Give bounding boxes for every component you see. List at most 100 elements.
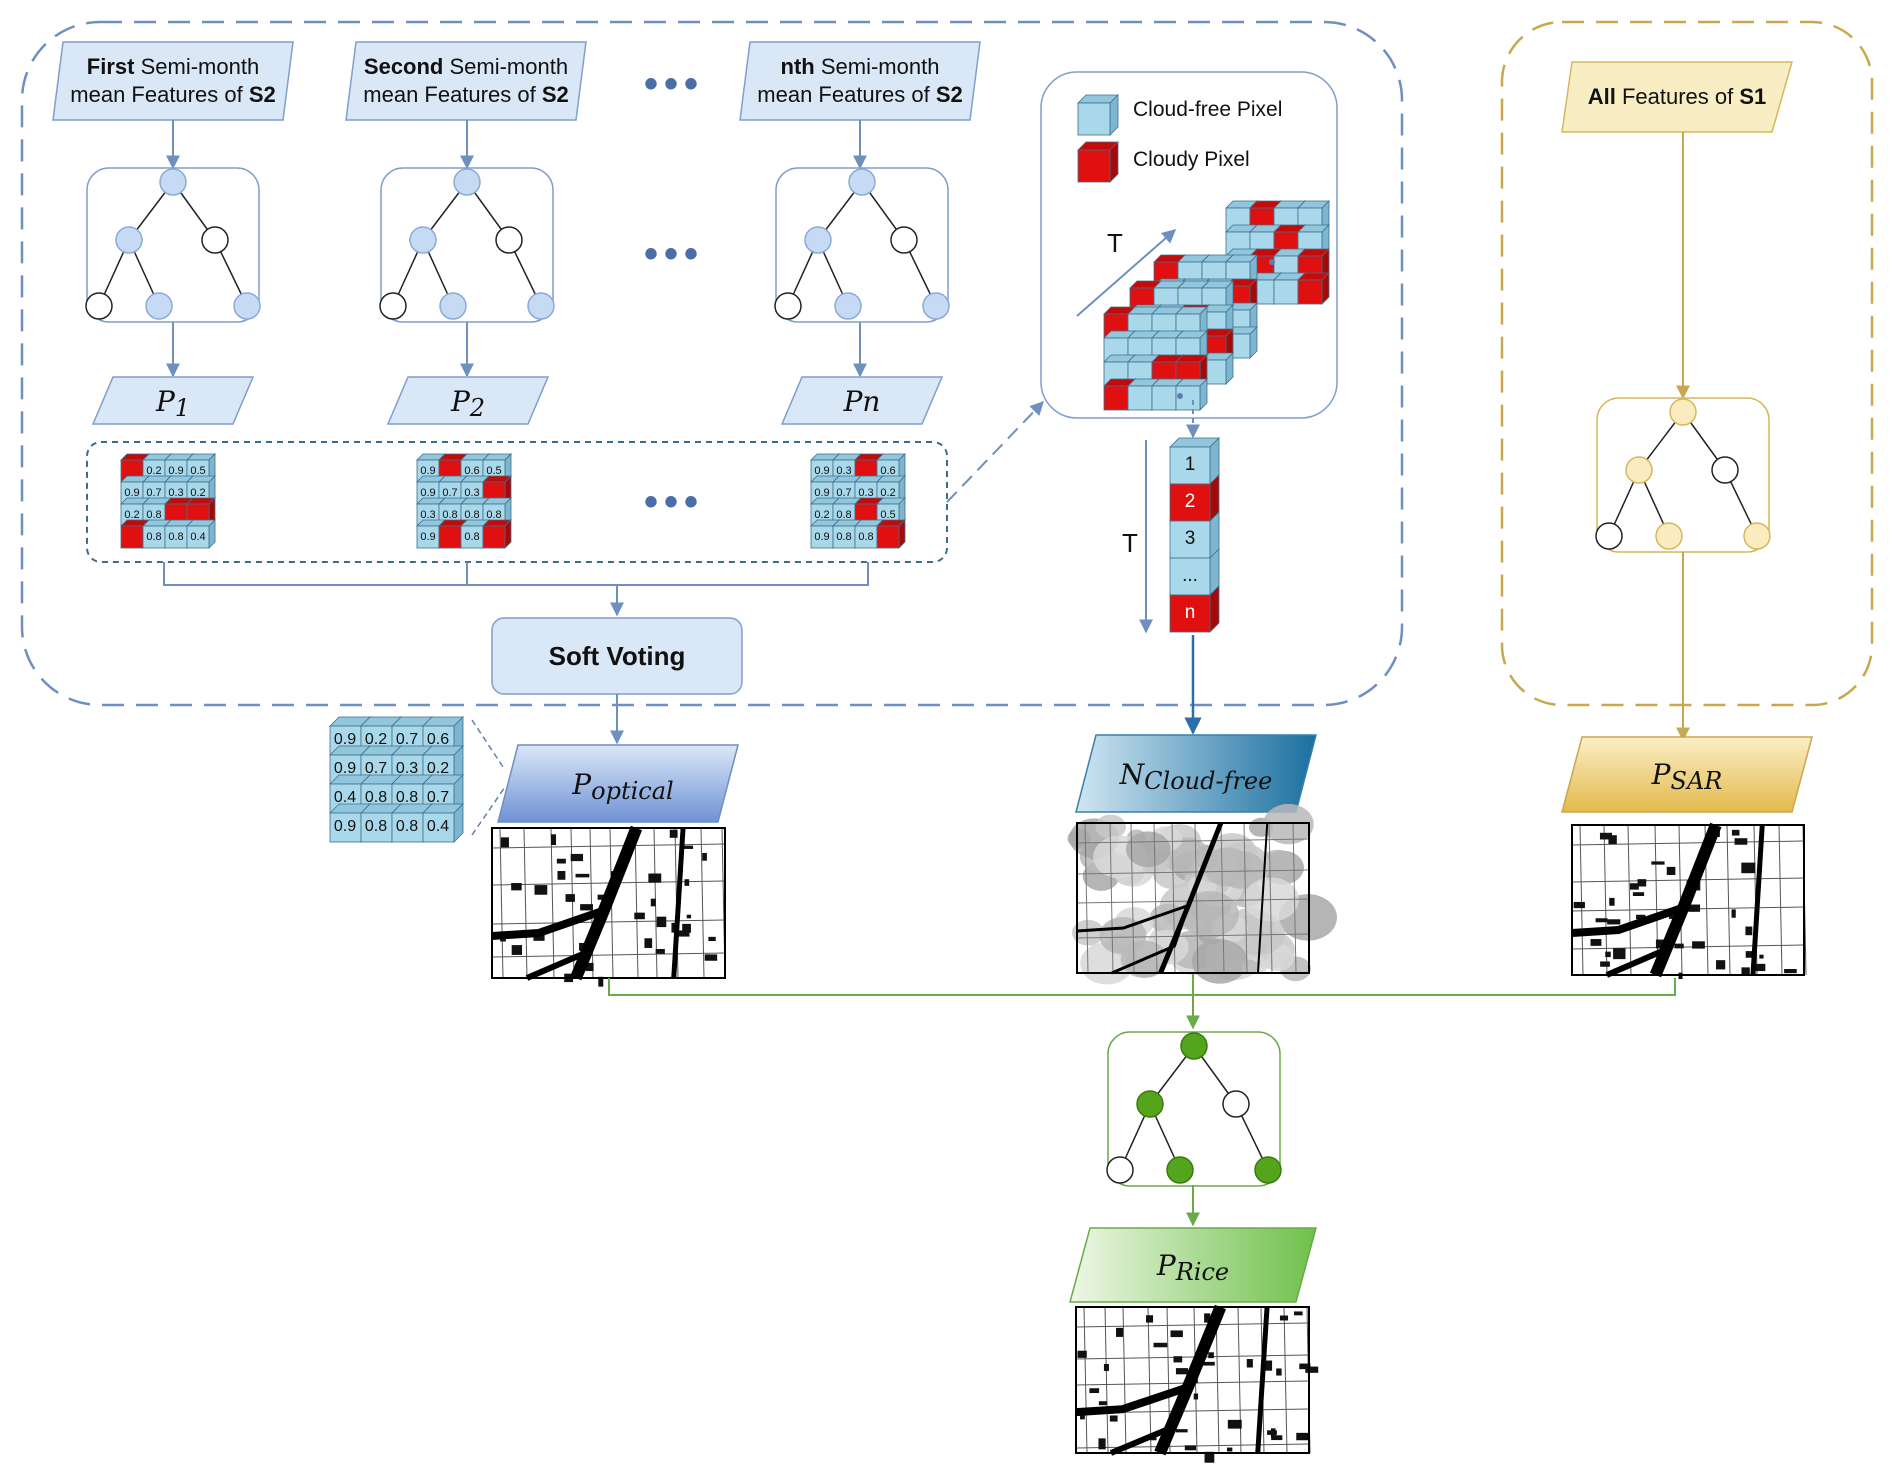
tree-node xyxy=(409,226,437,254)
field-line xyxy=(1571,840,1805,846)
field-line xyxy=(1603,824,1608,976)
tree-node xyxy=(115,226,143,254)
matrix-cube xyxy=(120,525,144,549)
matrix-cube xyxy=(876,525,900,549)
tree-frame xyxy=(775,167,949,323)
field-line xyxy=(1283,1306,1288,1454)
rice-parcel xyxy=(1264,1360,1273,1371)
field-line xyxy=(1076,933,1310,939)
sar-probability-map xyxy=(1571,822,1807,980)
rice-parcel xyxy=(1734,838,1748,845)
rice-parcel xyxy=(1784,968,1797,974)
field-line xyxy=(1075,1354,1310,1360)
prob-matrix-2 xyxy=(416,453,512,549)
cloud-blob xyxy=(1263,803,1314,845)
rice-parcel xyxy=(1692,941,1705,949)
rice-parcel xyxy=(1753,963,1766,972)
rice-parcel xyxy=(1267,1430,1277,1435)
rice-parcel xyxy=(1595,918,1608,923)
map-border xyxy=(1076,822,1310,974)
rice-parcel xyxy=(634,912,645,920)
pixel-cube xyxy=(1297,279,1323,305)
rice-parcel xyxy=(1276,1368,1282,1376)
map-border xyxy=(1571,824,1805,976)
tree-node xyxy=(1180,1032,1208,1060)
matrix-cube xyxy=(164,525,188,549)
river-branch xyxy=(1571,903,1685,937)
rice-parcel xyxy=(1731,829,1740,836)
matrix-cube xyxy=(482,525,506,549)
river-branch xyxy=(1111,905,1190,975)
decision-tree-1 xyxy=(85,167,261,323)
field-line xyxy=(499,827,504,979)
rice-parcel xyxy=(1573,901,1585,909)
optical-prob-matrix xyxy=(329,716,464,843)
decision-tree-2 xyxy=(379,167,555,323)
rice-parcel xyxy=(1731,909,1736,918)
cloud-blob xyxy=(1203,847,1252,887)
rice-parcel xyxy=(1688,904,1701,912)
tree-node xyxy=(1625,456,1653,484)
river-branch xyxy=(491,906,606,940)
matrix-cube xyxy=(854,525,878,549)
sar-branch-container xyxy=(1500,20,1874,707)
tree-node xyxy=(1655,522,1683,550)
decision-tree-sar xyxy=(1595,397,1771,553)
rice-parcel xyxy=(1204,1313,1211,1323)
matrix-cube xyxy=(810,525,834,549)
tree-node xyxy=(922,292,950,320)
river-branch xyxy=(1605,906,1687,978)
tree-node xyxy=(834,292,862,320)
canal xyxy=(1255,1306,1270,1454)
rice-parcel xyxy=(1170,1330,1183,1338)
cloud-free-count-map xyxy=(1067,803,1338,985)
optical-branch-container xyxy=(20,20,1404,707)
rice-parcel xyxy=(1098,1401,1107,1406)
cube-marker xyxy=(1177,393,1183,399)
rice-parcel xyxy=(1098,1438,1106,1450)
tree-node xyxy=(201,226,229,254)
tree-node xyxy=(85,292,113,320)
rice-parcel xyxy=(1741,967,1750,976)
field-line xyxy=(523,827,528,979)
legend-cloud-free-cube xyxy=(1077,102,1111,136)
output-box-rice xyxy=(1069,1227,1317,1303)
prob-matrix-n xyxy=(810,453,906,549)
rice-parcel xyxy=(1745,926,1753,936)
rice-parcel xyxy=(580,904,593,911)
rice-parcel xyxy=(1759,954,1764,959)
fusion-connector xyxy=(608,974,1676,1028)
field-line xyxy=(1579,824,1584,976)
rice-parcel xyxy=(1605,951,1611,958)
rice-parcel xyxy=(1173,1356,1183,1363)
tree-node xyxy=(527,292,555,320)
field-line xyxy=(491,952,726,958)
field-line xyxy=(1778,824,1783,976)
rice-parcel xyxy=(570,853,584,862)
rice-parcel xyxy=(655,949,665,954)
rice-parcel xyxy=(1674,943,1684,949)
rice-parcel xyxy=(1080,1413,1085,1420)
rice-parcel xyxy=(650,898,656,907)
rice-parcel xyxy=(681,845,694,849)
field-line xyxy=(1268,822,1273,974)
field-line xyxy=(1109,822,1114,974)
rice-parcel xyxy=(1077,1350,1087,1358)
matrix-cube xyxy=(416,525,440,549)
rice-parcel xyxy=(1103,1363,1109,1371)
rice-parcel xyxy=(1745,951,1754,958)
tree-node xyxy=(1136,1090,1164,1118)
rice-parcel xyxy=(511,883,522,891)
field-line xyxy=(1194,822,1199,974)
river-branch xyxy=(1076,904,1189,933)
field-line xyxy=(1122,1306,1127,1454)
rice-parcel xyxy=(1655,939,1666,949)
tree-node xyxy=(890,226,918,254)
rice-parcel xyxy=(1666,866,1676,875)
tree-node xyxy=(848,168,876,196)
river-branch xyxy=(1109,1386,1191,1456)
output-box-sar xyxy=(1561,736,1813,813)
rice-parcel xyxy=(1607,919,1621,925)
stack-cell xyxy=(1169,446,1211,485)
rice-parcel xyxy=(671,922,677,933)
